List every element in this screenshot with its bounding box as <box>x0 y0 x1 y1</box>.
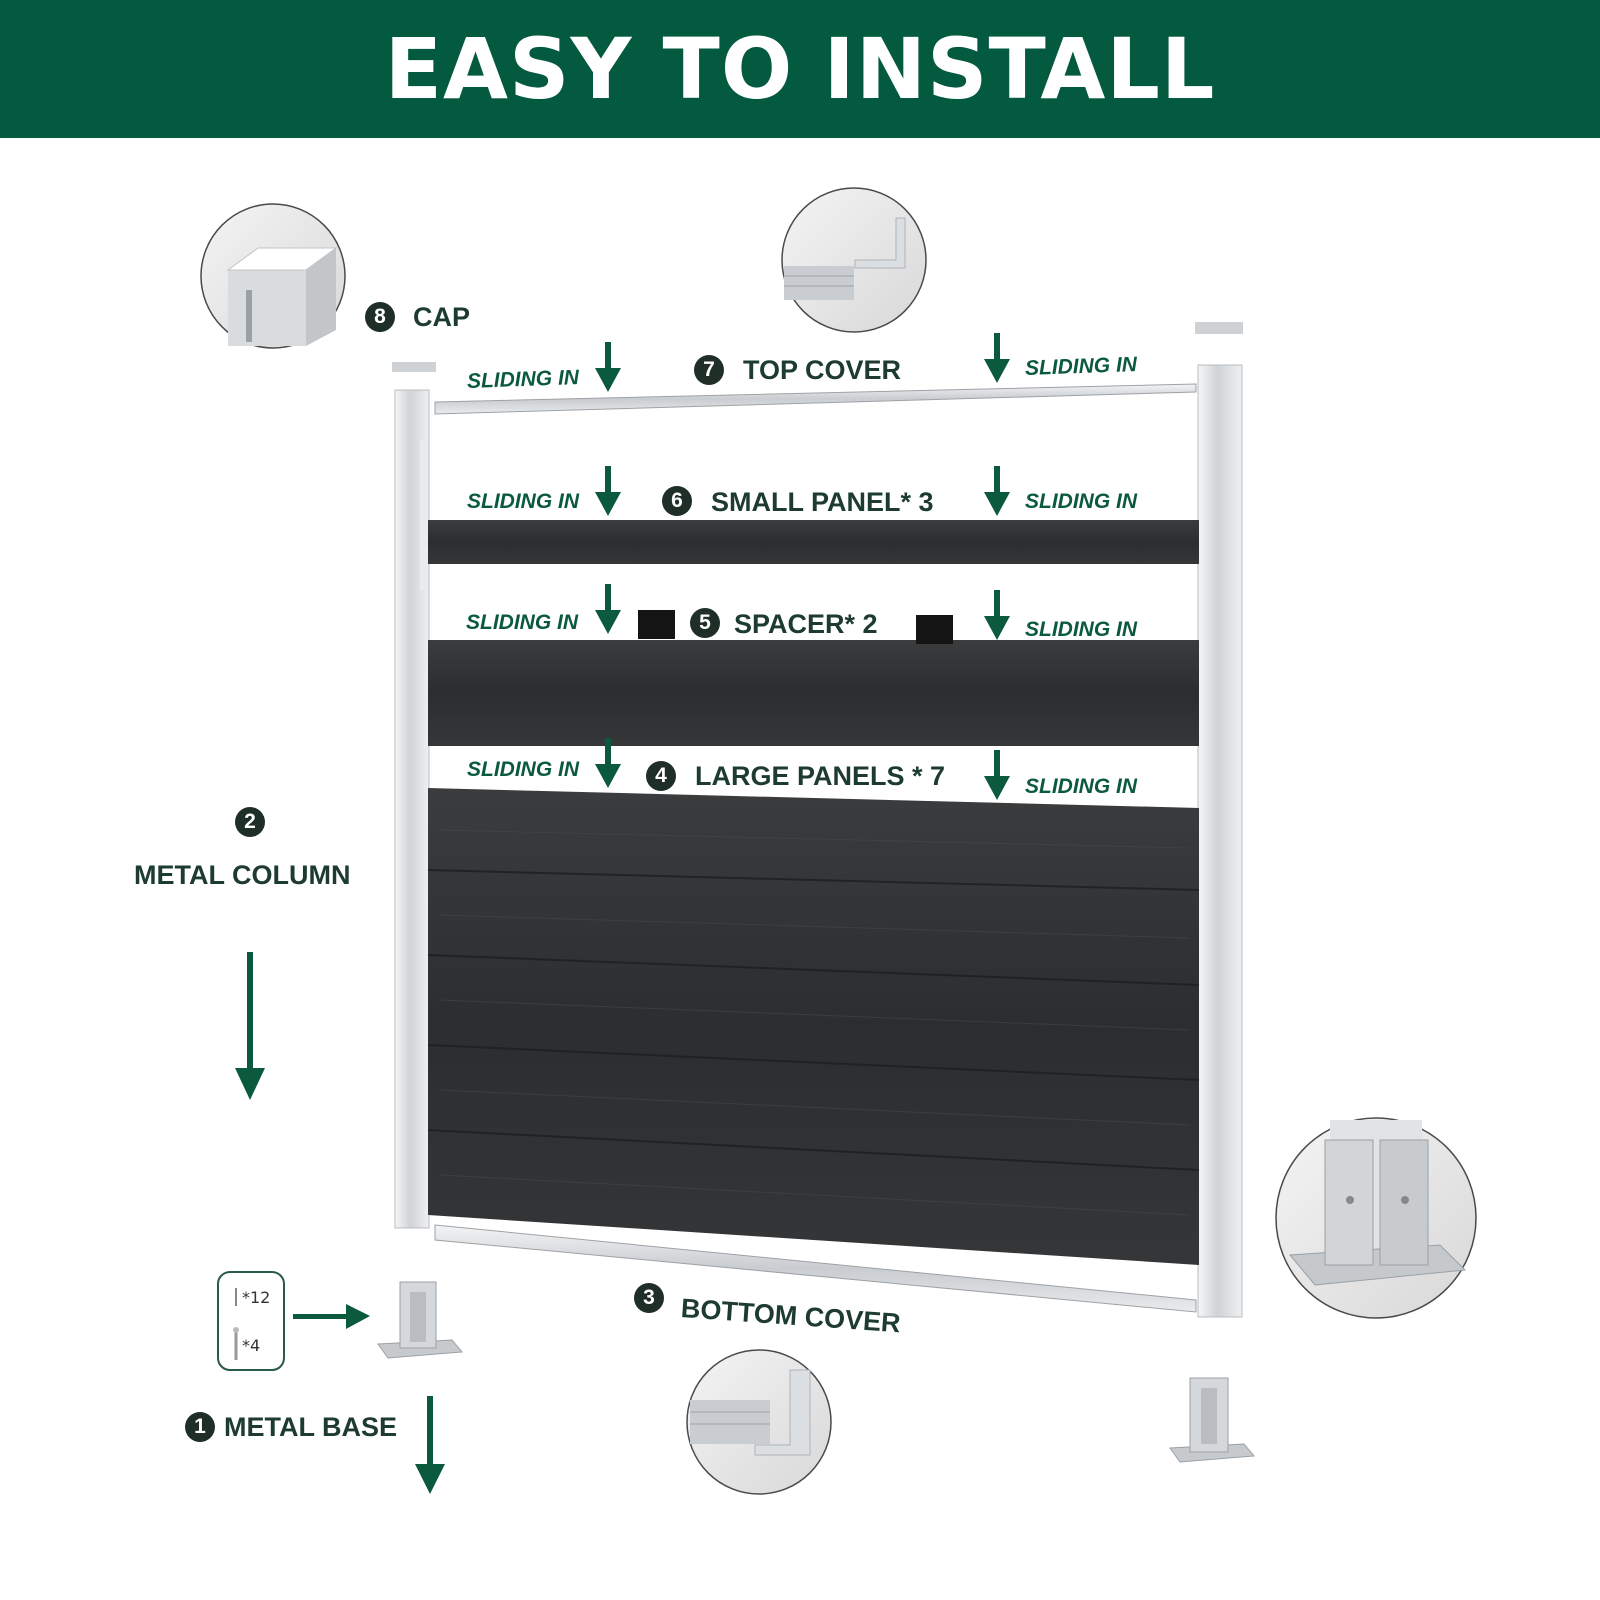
part-number-badge: 6 <box>662 486 692 516</box>
screw-count: *12 <box>242 1288 271 1307</box>
large-panels-label: LARGE PANELS * 7 <box>695 761 946 791</box>
sliding-in-label: SLIDING IN <box>467 490 580 513</box>
part-number-badge: 8 <box>365 302 395 332</box>
part-number-badge: 5 <box>690 608 720 638</box>
cap-detail-icon <box>200 203 346 349</box>
left-cap-icon <box>392 362 436 372</box>
small-panel <box>428 520 1199 564</box>
arrow-down-icon <box>235 952 265 1100</box>
metal-column-label: METAL COLUMN <box>134 860 351 890</box>
sliding-in-label: SLIDING IN <box>466 366 580 393</box>
arrow-down-icon <box>984 590 1010 640</box>
arrow-down-icon <box>415 1396 445 1494</box>
sliding-in-label: SLIDING IN <box>1025 490 1138 513</box>
arrow-down-icon <box>984 750 1010 800</box>
metal-base-label: METAL BASE <box>224 1412 398 1442</box>
part-number-badge: 2 <box>235 807 265 837</box>
small-panel-label: SMALL PANEL* 3 <box>711 487 934 517</box>
metal-base-bracket-icon <box>1169 1377 1256 1463</box>
header-banner: EASY TO INSTALL <box>0 0 1600 138</box>
part-number-badge: 4 <box>646 761 676 791</box>
part-number-badge: 3 <box>634 1283 664 1313</box>
right-cap-icon <box>1195 322 1243 334</box>
sliding-in-label: SLIDING IN <box>1024 353 1138 380</box>
part-number-badge: 7 <box>694 355 724 385</box>
spacer-left-icon <box>638 610 675 639</box>
arrow-down-icon <box>984 333 1010 383</box>
top-cover-label: TOP COVER <box>743 355 902 385</box>
arrow-down-icon <box>595 584 621 634</box>
right-metal-column <box>1195 322 1243 1318</box>
spacer-label: SPACER* 2 <box>734 609 878 639</box>
sliding-in-label: SLIDING IN <box>466 611 579 634</box>
left-metal-column <box>392 362 436 1229</box>
hardware-bag-icon <box>217 1271 285 1371</box>
large-panels-block <box>427 788 1200 1265</box>
top-cover-rail <box>434 383 1197 415</box>
spacer-level-panel <box>428 640 1199 746</box>
arrow-down-icon <box>595 738 621 788</box>
sliding-in-label: SLIDING IN <box>1025 775 1138 798</box>
metal-base-bracket-icon <box>377 1281 464 1359</box>
arrow-down-icon <box>595 466 621 516</box>
arrow-down-icon <box>984 466 1010 516</box>
bottom-cover-detail-icon <box>686 1349 832 1495</box>
sliding-in-label: SLIDING IN <box>467 758 580 781</box>
arrow-right-icon <box>293 1304 370 1329</box>
bottom-cover-rail <box>434 1224 1197 1313</box>
arrow-down-icon <box>595 342 621 392</box>
page-title: EASY TO INSTALL <box>384 20 1216 118</box>
spacer-right-icon <box>916 615 953 644</box>
bolt-count: *4 <box>242 1336 261 1355</box>
cap-label: CAP <box>413 302 471 332</box>
base-detail-icon <box>1275 1117 1477 1319</box>
part-number-badge: 1 <box>185 1412 215 1442</box>
sliding-in-label: SLIDING IN <box>1025 618 1138 641</box>
top-cover-detail-icon <box>781 187 927 333</box>
